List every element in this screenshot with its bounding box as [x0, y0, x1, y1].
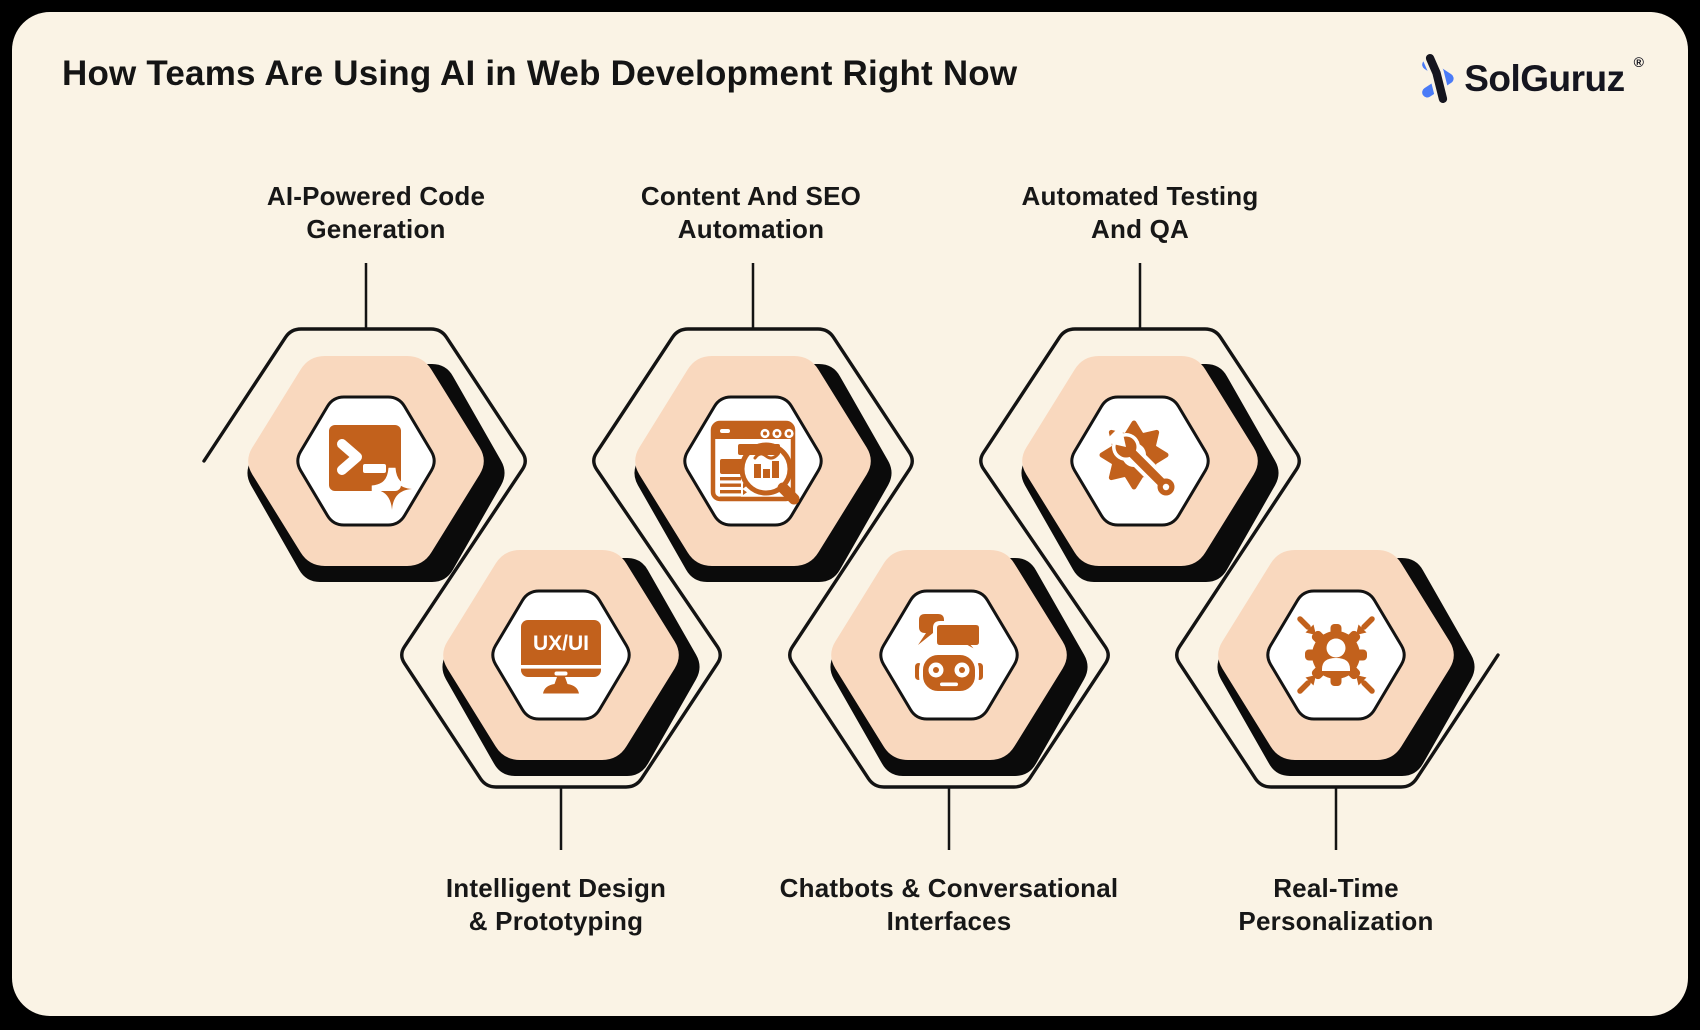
label-chatbots-conversational-interfaces: Chatbots & Conversational Interfaces: [779, 873, 1119, 936]
label-automated-testing-and-qa: Automated Testing And QA: [1021, 181, 1259, 244]
label-real-time-personalization: Real-Time Personalization: [1238, 873, 1434, 936]
monitor-stand: [543, 677, 579, 694]
user-shoulders: [1322, 658, 1350, 671]
brand-logo: SolGuruz ®: [1418, 52, 1644, 105]
brand-name: SolGuruz: [1464, 57, 1625, 99]
wrench-icon: [1104, 425, 1178, 499]
gear-wrench-icon: [1099, 420, 1178, 499]
monitor-screen: [521, 620, 601, 677]
uxui-screen-text: UX/UI: [533, 632, 589, 655]
terminal-cursor-dash: [363, 464, 386, 473]
speech-bubble-right: [933, 621, 985, 658]
label-content-and-seo-automation: Content And SEO Automation: [640, 181, 862, 244]
label-ai-powered-code-generation: AI-Powered Code Generation: [266, 181, 486, 244]
user-gear-arrows-icon: [1297, 616, 1375, 694]
connector-lines: [364, 263, 1338, 850]
terminal-prompt-chevron: [337, 439, 362, 475]
page-image-block: [720, 459, 743, 474]
browser-seo-magnifier-icon: [710, 420, 800, 505]
robot-mouth: [940, 682, 958, 687]
inward-arrows: [1297, 616, 1375, 694]
hexagon-outline-path: [202, 327, 1500, 789]
magnifier-chart-icon: [739, 442, 800, 505]
user-head: [1326, 638, 1346, 658]
solguruz-logo-icon: [1422, 52, 1454, 105]
terminal-sparkle-icon: [329, 425, 413, 511]
registered-trademark-symbol: ®: [1633, 54, 1644, 70]
page-title: How Teams Are Using AI in Web Developmen…: [62, 54, 1018, 93]
label-intelligent-design-prototyping: Intelligent Design & Prototyping: [445, 873, 667, 936]
magnifier-handle: [777, 482, 800, 505]
chatbot-icon: [915, 614, 985, 695]
ai-sparkle-icon: [371, 467, 413, 511]
monitor-uxui-icon: UX/UI: [521, 620, 601, 694]
